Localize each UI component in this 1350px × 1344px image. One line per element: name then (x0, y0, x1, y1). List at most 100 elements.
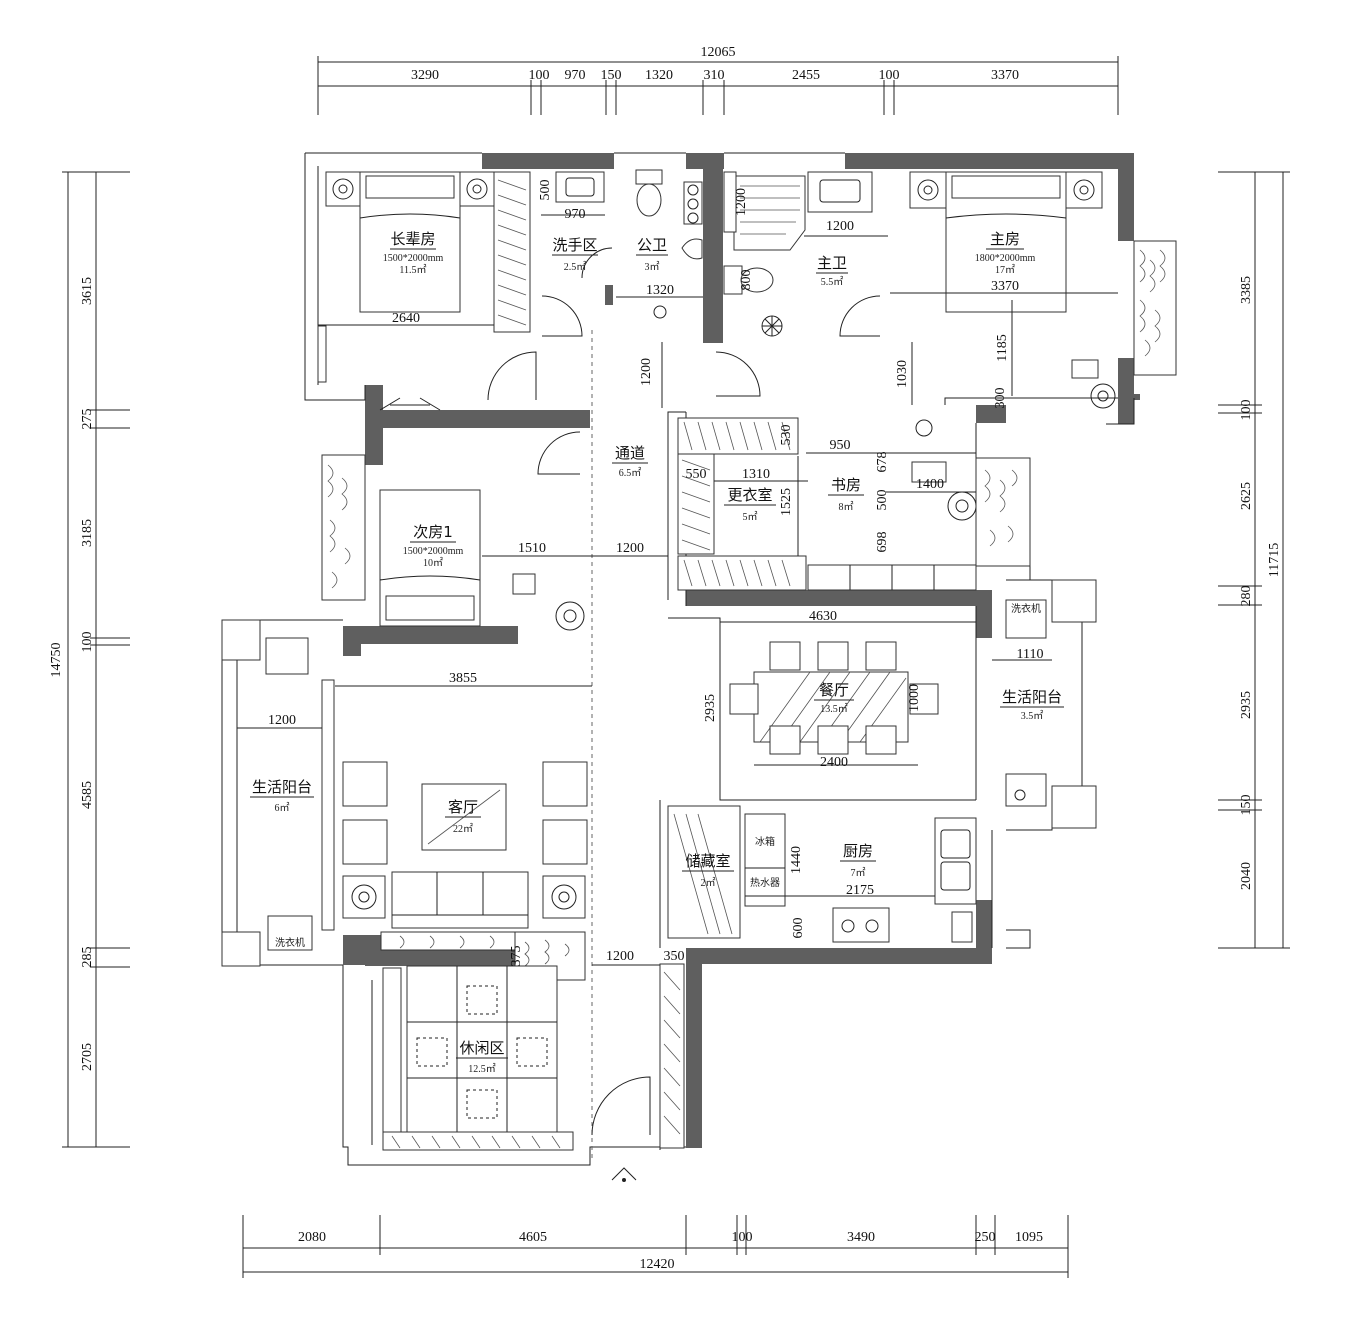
room-label-study: 书房 8㎡ (828, 476, 864, 513)
dim-375: 375 (509, 946, 524, 967)
elder-window (317, 325, 441, 411)
fridge-label: 冰箱 (755, 835, 775, 848)
dim-1185: 1185 (995, 334, 1010, 361)
svg-text:12.5㎡: 12.5㎡ (468, 1063, 496, 1075)
svg-text:3㎡: 3㎡ (645, 261, 660, 273)
top-dim-1: 3290 (411, 68, 439, 83)
inner-dimension-lines (237, 214, 1118, 966)
room-label-balcony-right: 生活阳台 3.5㎡ (1000, 688, 1064, 722)
svg-text:书房: 书房 (831, 476, 861, 494)
dim-1200d: 1200 (616, 541, 644, 556)
svg-text:8㎡: 8㎡ (839, 501, 854, 513)
svg-text:1800*2000mm: 1800*2000mm (975, 253, 1036, 264)
door-swings (487, 247, 881, 1136)
dim-300: 300 (993, 388, 1008, 409)
top-total-dim: 12065 (701, 45, 736, 60)
top-dim-7: 2455 (792, 68, 820, 83)
left-dim-7: 2705 (80, 1043, 95, 1071)
top-dim-8: 100 (879, 68, 900, 83)
left-dim-3: 3185 (80, 519, 95, 547)
second-bed (321, 454, 585, 631)
svg-text:5.5㎡: 5.5㎡ (821, 276, 844, 288)
svg-text:主房: 主房 (990, 230, 1020, 248)
svg-text:客厅: 客厅 (448, 798, 478, 816)
public-toilet (635, 169, 703, 319)
svg-text:1500*2000mm: 1500*2000mm (383, 253, 444, 264)
dim-2640: 2640 (392, 311, 420, 326)
top-dim-2: 100 (529, 68, 550, 83)
left-dim-6: 285 (80, 947, 95, 968)
water-heater-label: 热水器 (750, 876, 780, 889)
svg-text:2㎡: 2㎡ (701, 877, 716, 889)
right-dim-4: 280 (1239, 586, 1254, 607)
dim-950: 950 (830, 438, 851, 453)
room-label-kitchen: 厨房 7㎡ (840, 842, 876, 879)
left-dim-4: 100 (80, 632, 95, 653)
room-label-living: 客厅 22㎡ (445, 798, 481, 835)
right-dim-2: 100 (1239, 400, 1254, 421)
right-balcony-fixtures (1005, 579, 1097, 829)
svg-text:餐厅: 餐厅 (819, 681, 849, 699)
svg-text:储藏室: 储藏室 (685, 852, 730, 870)
walls (343, 153, 1140, 1148)
dim-350: 350 (664, 949, 685, 964)
dim-2400: 2400 (820, 755, 848, 770)
dim-678: 678 (875, 452, 890, 473)
dim-1400: 1400 (916, 477, 944, 492)
svg-text:通道: 通道 (615, 444, 645, 462)
svg-text:公卫: 公卫 (637, 236, 667, 254)
dim-1200e: 1200 (268, 713, 296, 728)
dim-4630: 4630 (809, 609, 837, 624)
svg-text:5㎡: 5㎡ (743, 511, 758, 523)
kitchen-fixtures (744, 813, 977, 943)
svg-text:7㎡: 7㎡ (851, 867, 866, 879)
bottom-dim-4: 3490 (847, 1230, 875, 1245)
room-label-closet: 更衣室 5㎡ (724, 486, 776, 523)
top-dim-9: 3370 (991, 68, 1019, 83)
svg-text:厨房: 厨房 (843, 842, 873, 860)
dim-530: 530 (779, 425, 794, 446)
room-label-corridor: 通道 6.5㎡ (612, 444, 648, 479)
walk-in-closet (677, 417, 807, 591)
svg-text:10㎡: 10㎡ (423, 557, 443, 569)
dim-1440: 1440 (789, 846, 804, 874)
master-bath-fixtures (723, 171, 873, 337)
svg-text:生活阳台: 生活阳台 (1002, 688, 1062, 706)
dim-970: 970 (565, 207, 586, 222)
study-furniture (807, 419, 1031, 591)
dim-1110: 1110 (1017, 647, 1044, 662)
dim-500b: 500 (875, 490, 890, 511)
elder-wardrobe (493, 171, 531, 333)
top-dim-4: 150 (601, 68, 622, 83)
top-dim-3: 970 (565, 68, 586, 83)
bottom-dimension-lines (242, 1215, 1069, 1278)
svg-text:6㎡: 6㎡ (275, 802, 290, 814)
dining-set (729, 641, 939, 755)
bottom-dim-6: 1095 (1015, 1230, 1043, 1245)
left-total-dim: 14750 (49, 643, 64, 678)
room-label-public-bath: 公卫 3㎡ (636, 236, 668, 273)
right-dimension-lines (1218, 171, 1290, 949)
master-bed (909, 171, 1116, 409)
bottom-total-dim: 12420 (640, 1257, 675, 1272)
room-label-leisure: 休闲区 12.5㎡ (456, 1039, 508, 1075)
svg-text:2.5㎡: 2.5㎡ (564, 261, 587, 273)
dim-1200w: 1200 (826, 219, 854, 234)
svg-text:3.5㎡: 3.5㎡ (1021, 710, 1044, 722)
dim-1030: 1030 (895, 360, 910, 388)
dim-3855: 3855 (449, 671, 477, 686)
room-label-wash: 洗手区 2.5㎡ (552, 236, 598, 273)
svg-text:更衣室: 更衣室 (727, 486, 772, 504)
dim-1310: 1310 (742, 467, 770, 482)
svg-text:11.5㎡: 11.5㎡ (399, 264, 426, 276)
left-dimension-lines (62, 171, 130, 1148)
room-label-second: 次房1 1500*2000mm 10㎡ (403, 523, 464, 569)
svg-text:13.5㎡: 13.5㎡ (820, 703, 848, 715)
dim-1320a: 1320 (646, 283, 674, 298)
room-label-dining: 餐厅 13.5㎡ (814, 681, 854, 715)
bottom-dim-5: 250 (975, 1230, 996, 1245)
storage-shelves (667, 805, 741, 939)
bottom-dim-1: 2080 (298, 1230, 326, 1245)
top-dim-6: 310 (704, 68, 725, 83)
